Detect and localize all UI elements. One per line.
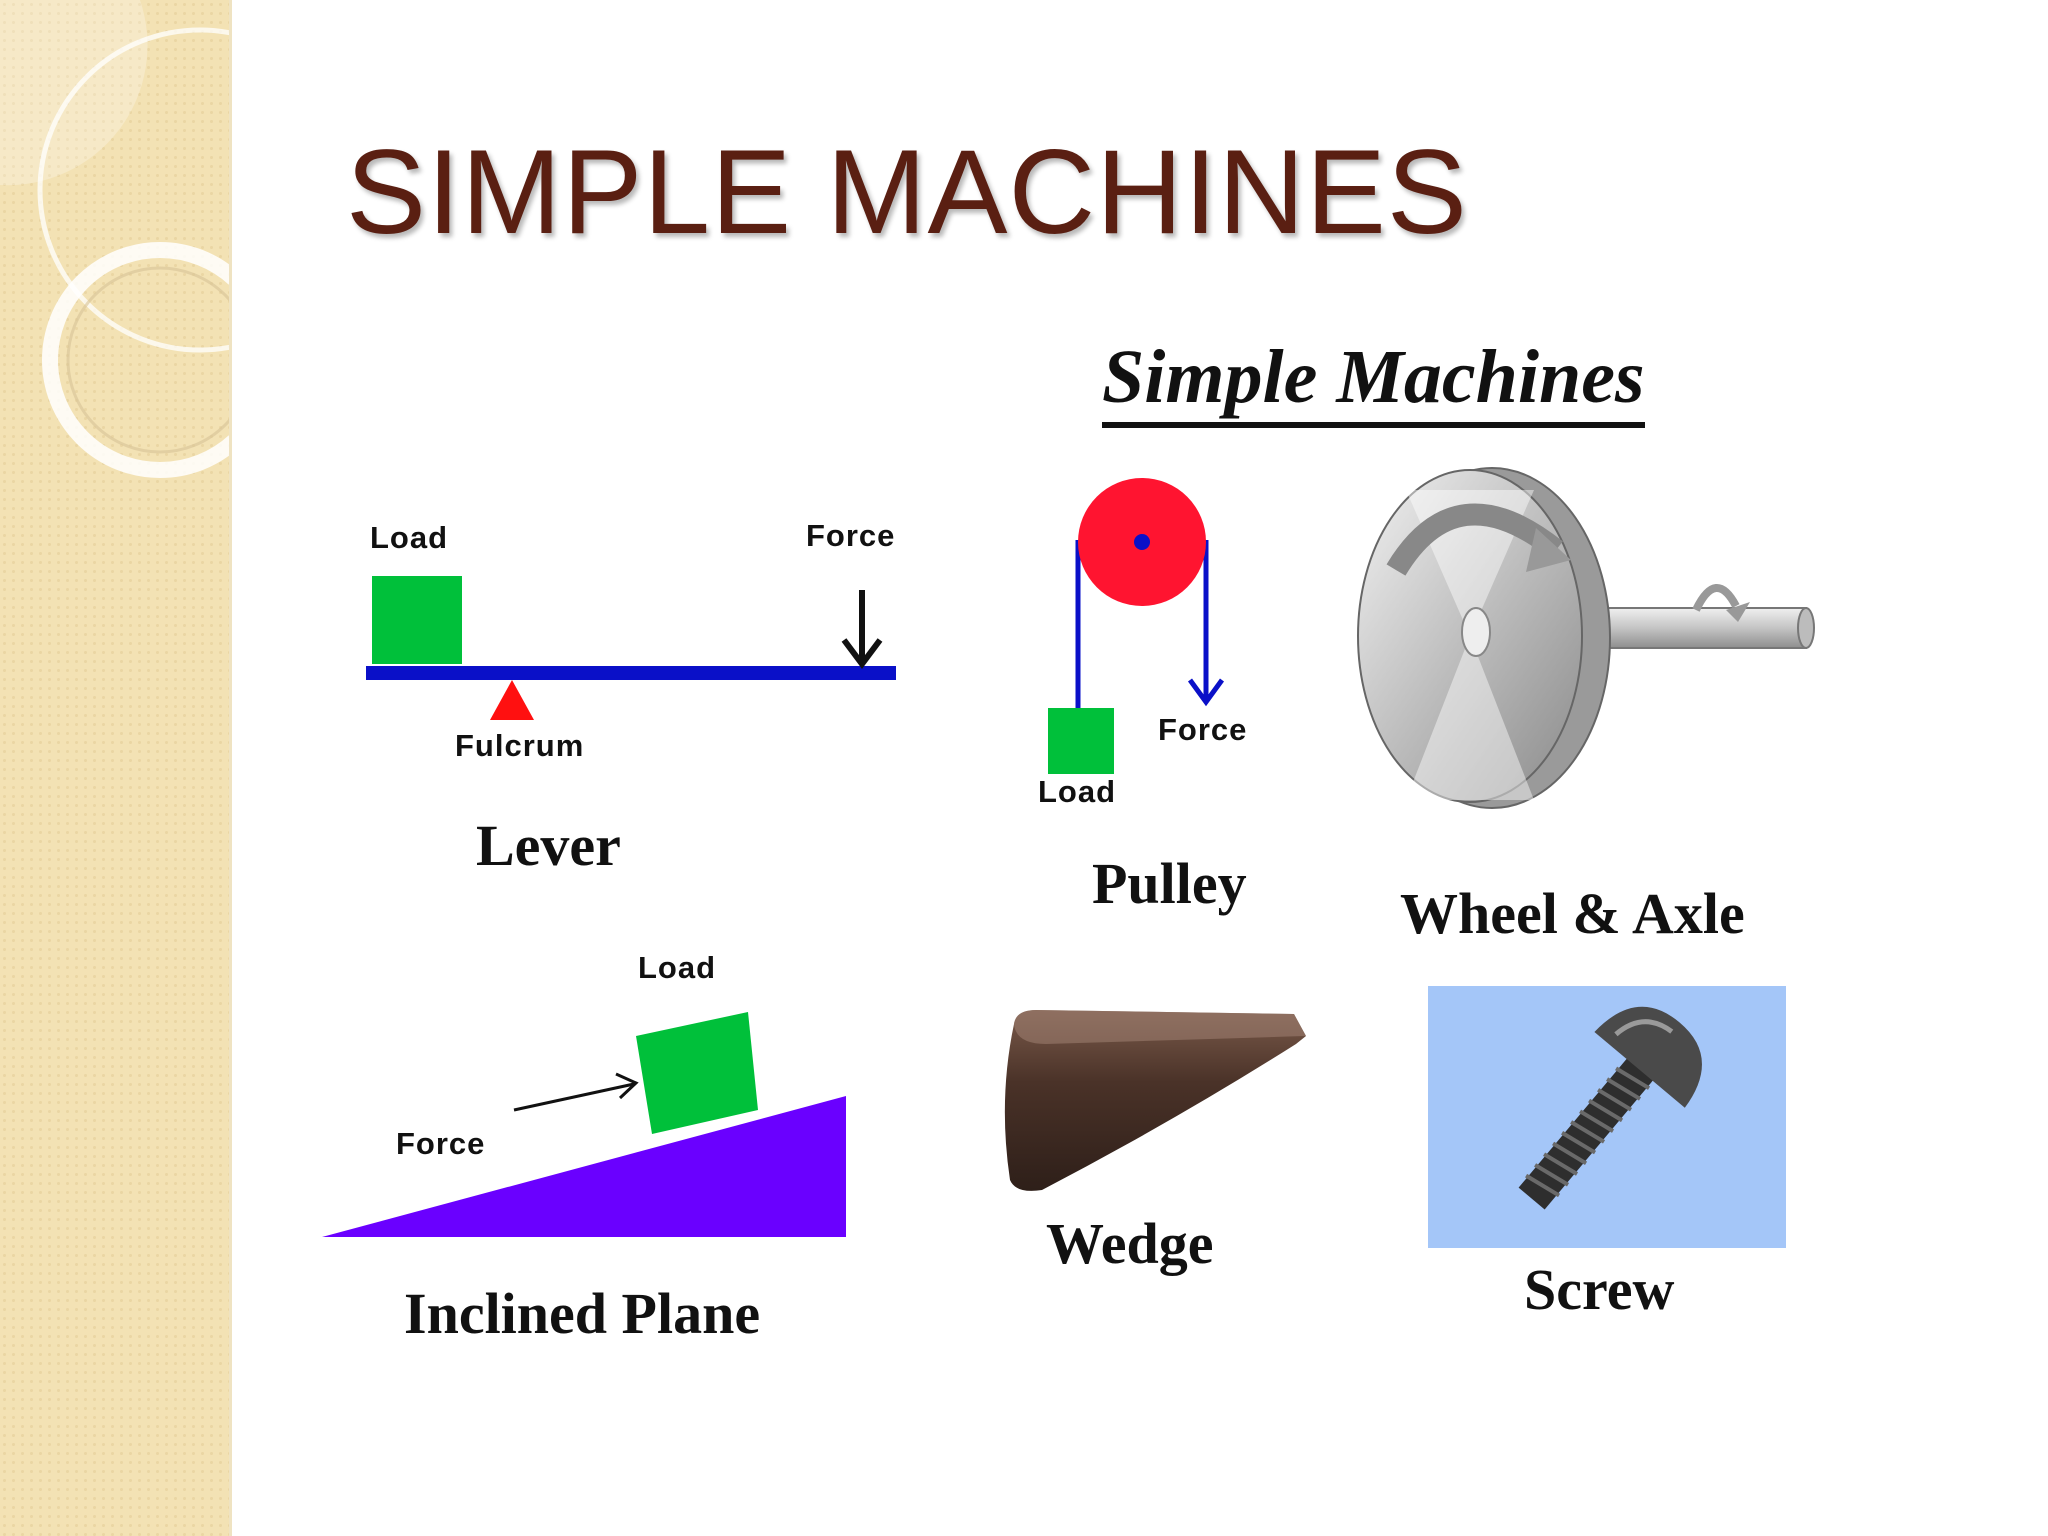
pulley-load-block (1048, 708, 1114, 774)
screw-panel: Screw (1428, 986, 1788, 1366)
fulcrum-label: Fulcrum (455, 728, 585, 763)
pulley-caption: Pulley (1092, 851, 1247, 916)
screw-caption: Screw (1524, 1257, 1675, 1322)
wheel-rotation-arrow (1386, 503, 1563, 576)
lever-load-block (372, 576, 462, 664)
lever-panel: Load Force Fulcrum Lever (360, 510, 896, 878)
pulley-axle-dot (1134, 534, 1150, 550)
lever-graphic (366, 576, 896, 720)
incline-load-block (636, 1012, 758, 1134)
screw-body (1518, 1006, 1702, 1210)
incline-force-label: Force (396, 1126, 486, 1161)
inclined-plane-graphic (322, 1012, 846, 1237)
lever-caption: Lever (476, 813, 621, 878)
wheel-axle-graphic (1357, 467, 1815, 809)
pulley-load-label: Load (1038, 774, 1117, 809)
screw-graphic (1428, 986, 1786, 1248)
lever-force-label: Force (806, 518, 896, 553)
pulley-panel: Force Load Pulley (1036, 478, 1326, 920)
lever-beam (366, 666, 896, 680)
incline-load-label: Load (638, 950, 717, 985)
lever-load-label: Load (370, 520, 449, 555)
wedge-caption: Wedge (1046, 1211, 1214, 1276)
wheel-axle-caption: Wheel & Axle (1400, 881, 1745, 946)
fulcrum-triangle (490, 680, 534, 720)
ramp-triangle (322, 1096, 846, 1237)
inclined-plane-caption: Inclined Plane (404, 1281, 761, 1346)
axle-rotation-arrow (1692, 584, 1740, 612)
diagram-heading: Simple Machines (1102, 334, 1645, 428)
wedge-graphic (1004, 1010, 1306, 1191)
wheel-axle-panel: Wheel & Axle (1357, 467, 1866, 960)
pulley-graphic (1048, 478, 1225, 774)
wedge-shape (1004, 1010, 1306, 1191)
incline-force-arrow (513, 1082, 635, 1112)
side-decoration-strip (0, 0, 232, 1536)
wedge-panel: Wedge (976, 1000, 1336, 1340)
inclined-plane-panel: Load Force Inclined Plane (316, 950, 876, 1390)
ring-ornament (0, 0, 229, 478)
simple-machines-diagram: Simple Machines Load Force Fulcrum Lever… (316, 310, 1868, 1390)
slide-title: SIMPLE MACHINES (346, 125, 1468, 259)
pulley-force-label: Force (1158, 712, 1248, 747)
